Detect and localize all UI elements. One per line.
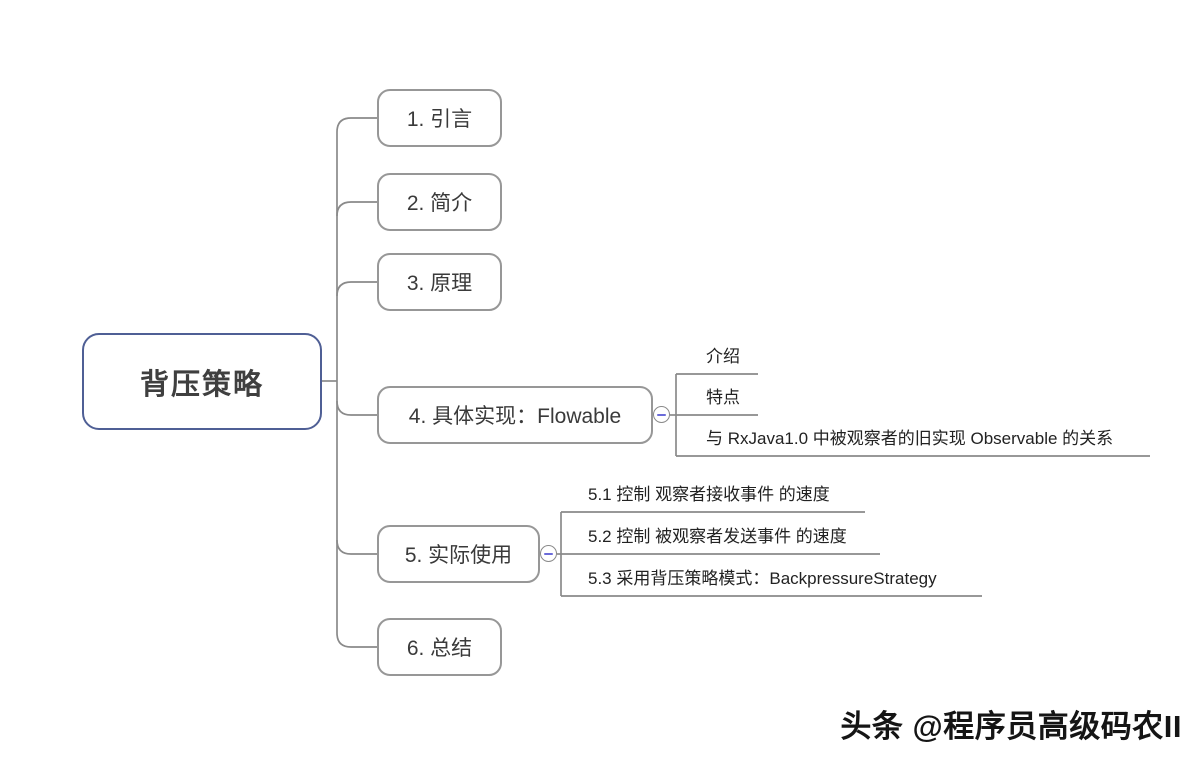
minus-icon	[544, 552, 553, 555]
branch-node-4[interactable]: 4. 具体实现：Flowable	[377, 386, 653, 444]
subtopic-4-3[interactable]: 与 RxJava1.0 中被观察者的旧实现 Observable 的关系	[706, 429, 1114, 448]
branch-node-2[interactable]: 2. 简介	[377, 173, 502, 231]
branch-node-5[interactable]: 5. 实际使用	[377, 525, 540, 583]
branch-node-6[interactable]: 6. 总结	[377, 618, 502, 676]
watermark: 头条 @程序员高级码农II	[840, 709, 1182, 744]
root-node[interactable]: 背压策略	[82, 333, 322, 430]
trunk-connector	[336, 117, 377, 648]
subtopic-4-2[interactable]: 特点	[706, 388, 740, 407]
branch-node-3[interactable]: 3. 原理	[377, 253, 502, 311]
subtopic-4-1[interactable]: 介绍	[706, 347, 740, 366]
branch-node-1[interactable]: 1. 引言	[377, 89, 502, 147]
collapse-toggle-branch-4[interactable]	[653, 406, 670, 423]
subtopic-5-2[interactable]: 5.2 控制 被观察者发送事件 的速度	[588, 527, 847, 546]
subtopic-5-1[interactable]: 5.1 控制 观察者接收事件 的速度	[588, 485, 830, 504]
subtopic-5-3[interactable]: 5.3 采用背压策略模式：BackpressureStrategy	[588, 569, 937, 588]
minus-icon	[657, 413, 666, 416]
branch-2-connector	[336, 201, 377, 217]
branch-5-connector	[336, 539, 377, 555]
branch-4-connector	[336, 400, 377, 416]
collapse-toggle-branch-5[interactable]	[540, 545, 557, 562]
branch-3-connector	[336, 281, 377, 297]
